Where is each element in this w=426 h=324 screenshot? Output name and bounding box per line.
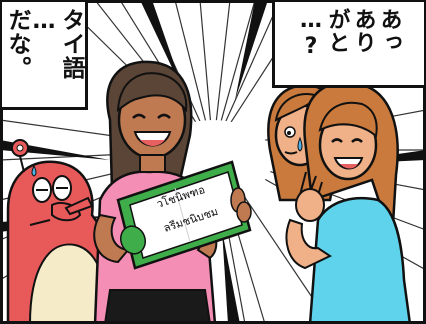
speech-left-line-2: … xyxy=(31,8,57,35)
thai-script-card: วโชนิพฑอ ลรีมชนิบชม xyxy=(116,160,252,270)
speech-right-line-2: あり xyxy=(350,8,376,54)
speech-left-line-3: だな。 xyxy=(4,8,30,80)
red-creature xyxy=(6,139,120,324)
speech-right-line-3: がと xyxy=(324,8,350,54)
speech-bubble-left: タイ語 … だな。 xyxy=(2,2,88,110)
speech-right-line-4: …? xyxy=(298,8,324,60)
speech-bubble-right: あっ あり がと …? xyxy=(272,2,424,88)
speech-left-line-1: タイ語 xyxy=(58,8,84,80)
speech-right-line-1: あっ xyxy=(376,8,402,54)
girl-blue-dress xyxy=(285,81,412,324)
